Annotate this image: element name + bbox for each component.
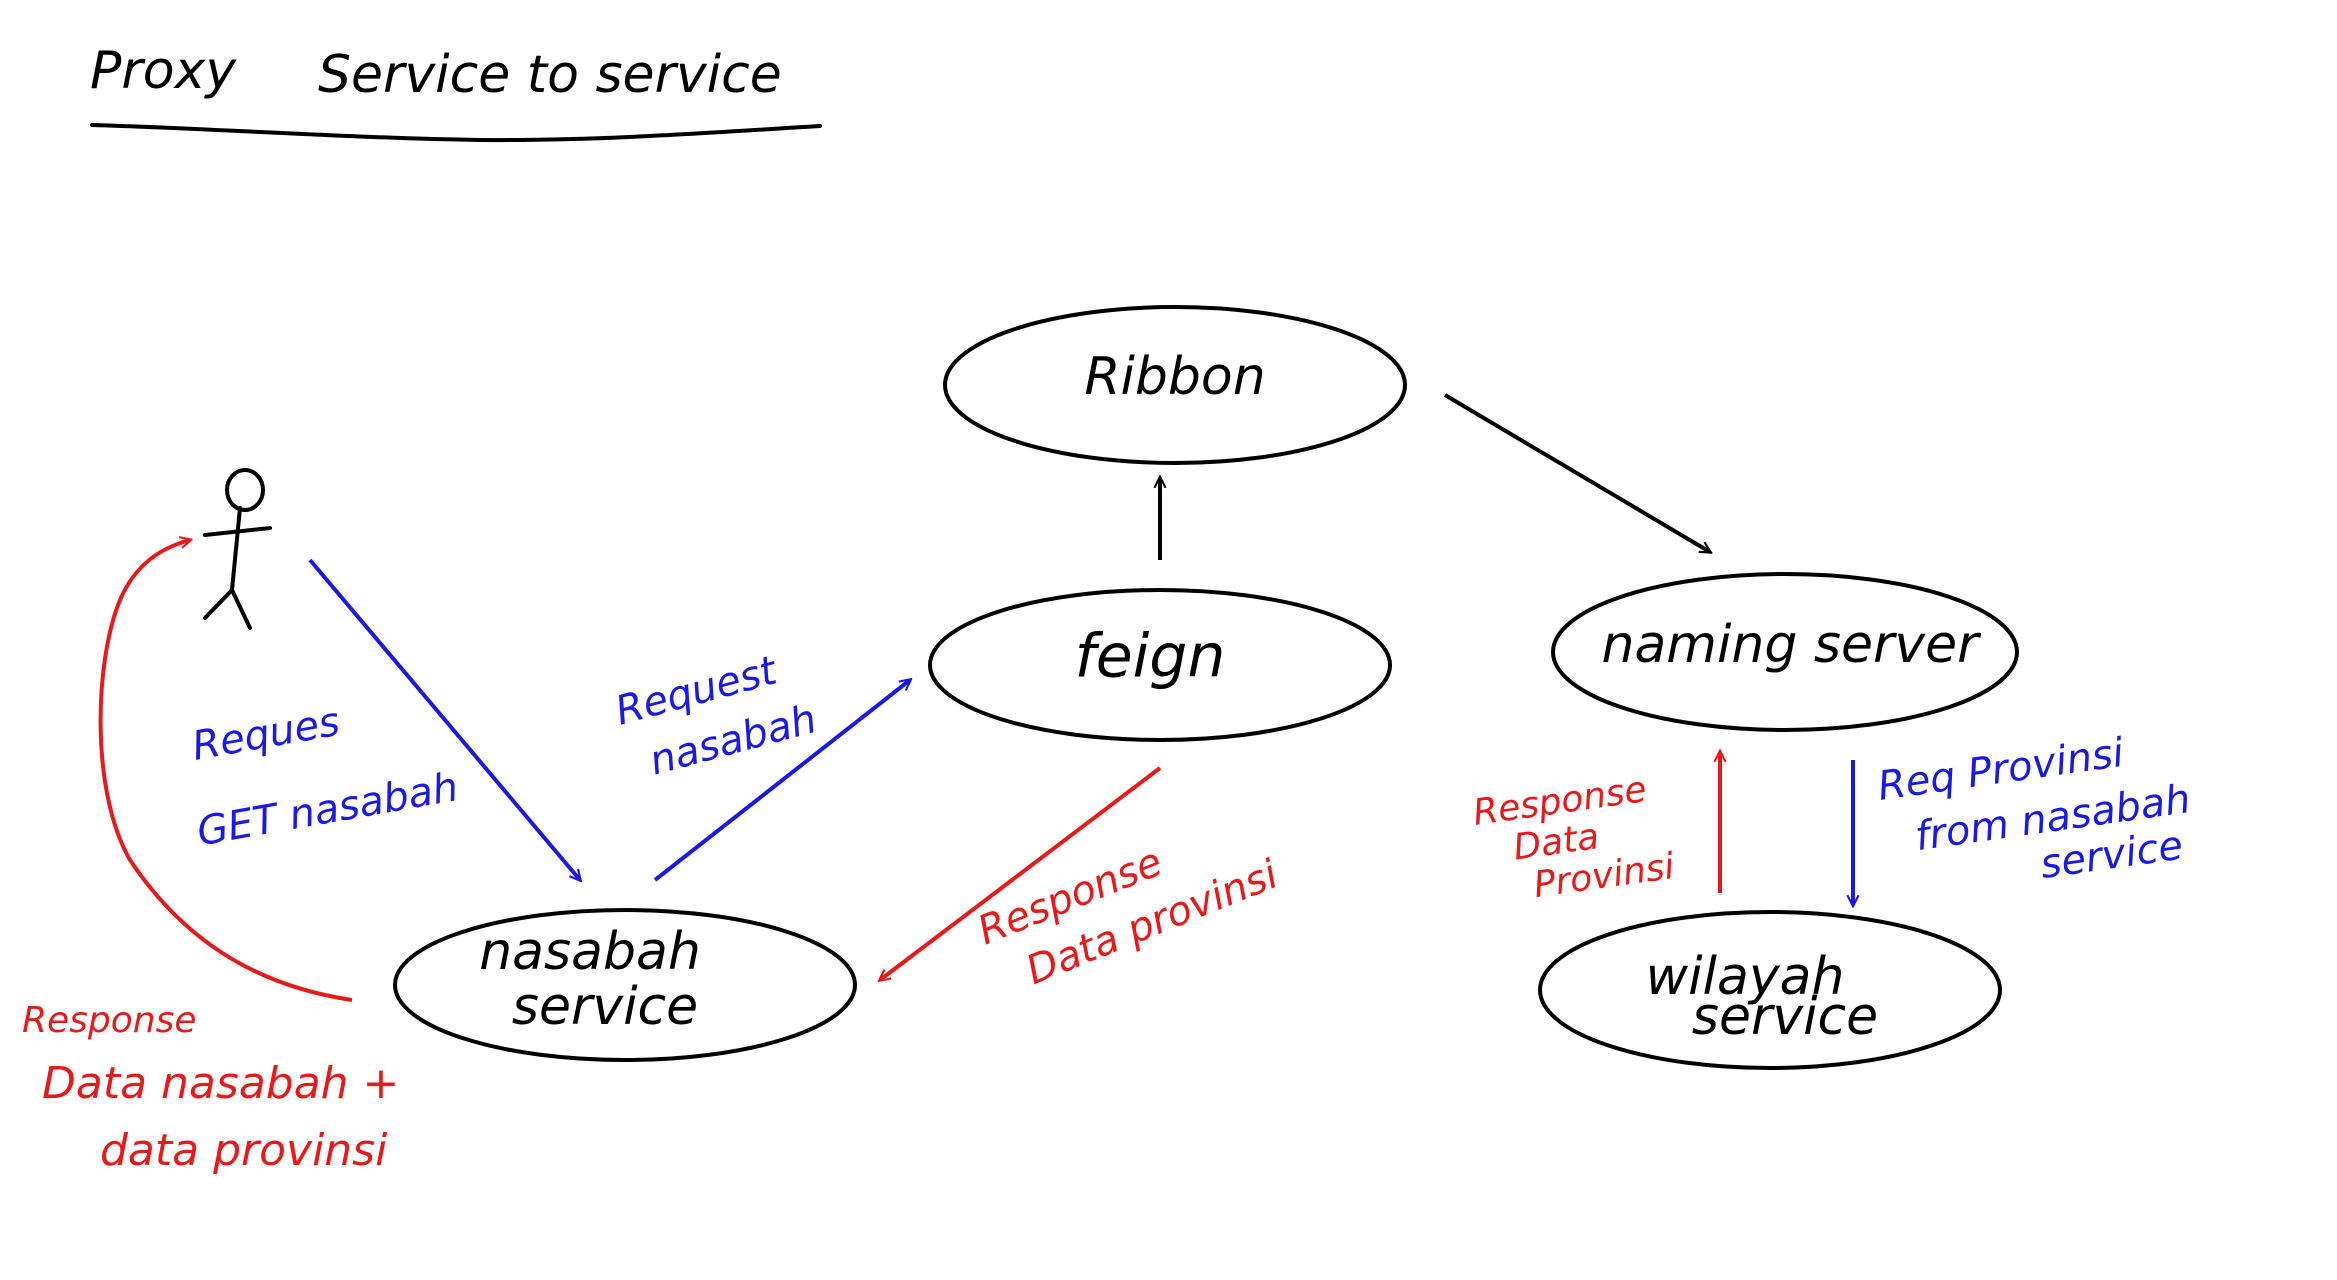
note-feign-response: Response Data provinsi — [972, 839, 1285, 994]
user-body — [230, 506, 242, 592]
arrow-nasabah-to-user-response — [98, 540, 353, 1002]
ribbon-node: Ribbon — [943, 305, 1407, 465]
user-legs — [203, 588, 252, 630]
diagram-title: Proxy Service to service — [90, 41, 822, 143]
naming-server-label: naming server — [1601, 615, 1982, 675]
wilayah-service-label-line2: service — [1692, 987, 1878, 1047]
note-user-response: Response Data nasabah + data provinsi — [22, 1000, 399, 1176]
nasabah-service-ellipse — [393, 908, 857, 1062]
naming-server-node: naming server — [1551, 572, 2019, 732]
title-right: Service to service — [318, 45, 782, 105]
note-naming-request: Req Provinsi from nasabah service — [1875, 730, 2193, 888]
note-user-response-line1: Response — [22, 1000, 197, 1041]
note-nasabah-request: Request nasabah — [611, 647, 822, 784]
arrow-feign-to-nasabah-response — [880, 766, 1162, 980]
nasabah-service-label-line2: service — [512, 977, 698, 1037]
nasabah-service-label-line1: nasabah — [479, 922, 701, 982]
arrow-nasabah-to-feign — [653, 680, 910, 882]
note-user-response-line2: Data nasabah + — [42, 1058, 399, 1109]
user-stick-figure — [203, 468, 272, 630]
user-arms — [203, 526, 272, 537]
feign-label: feign — [1075, 622, 1226, 692]
title-underline — [90, 123, 822, 143]
feign-node: feign — [928, 588, 1392, 742]
feign-ellipse — [928, 588, 1392, 742]
ribbon-ellipse — [943, 305, 1407, 465]
wilayah-service-node: wilayah service — [1538, 910, 2002, 1070]
note-user-request-line1: Reques — [189, 699, 343, 770]
arrow-ribbon-to-naming-server — [1443, 393, 1710, 552]
title-left: Proxy — [90, 41, 237, 101]
wilayah-service-label-line1: wilayah — [1646, 947, 1845, 1007]
note-user-request: Reques GET nasabah — [189, 699, 462, 856]
nasabah-service-node: nasabah service — [393, 908, 857, 1062]
note-user-request-line2: GET nasabah — [194, 764, 462, 855]
arrow-user-to-nasabah — [308, 558, 580, 880]
user-head — [225, 468, 265, 512]
wilayah-service-ellipse — [1538, 910, 2002, 1070]
ribbon-label: Ribbon — [1084, 347, 1265, 407]
note-user-response-line3: data provinsi — [100, 1125, 388, 1176]
naming-server-ellipse — [1551, 572, 2019, 732]
note-wilayah-response: Response Data Provinsi — [1471, 769, 1677, 906]
